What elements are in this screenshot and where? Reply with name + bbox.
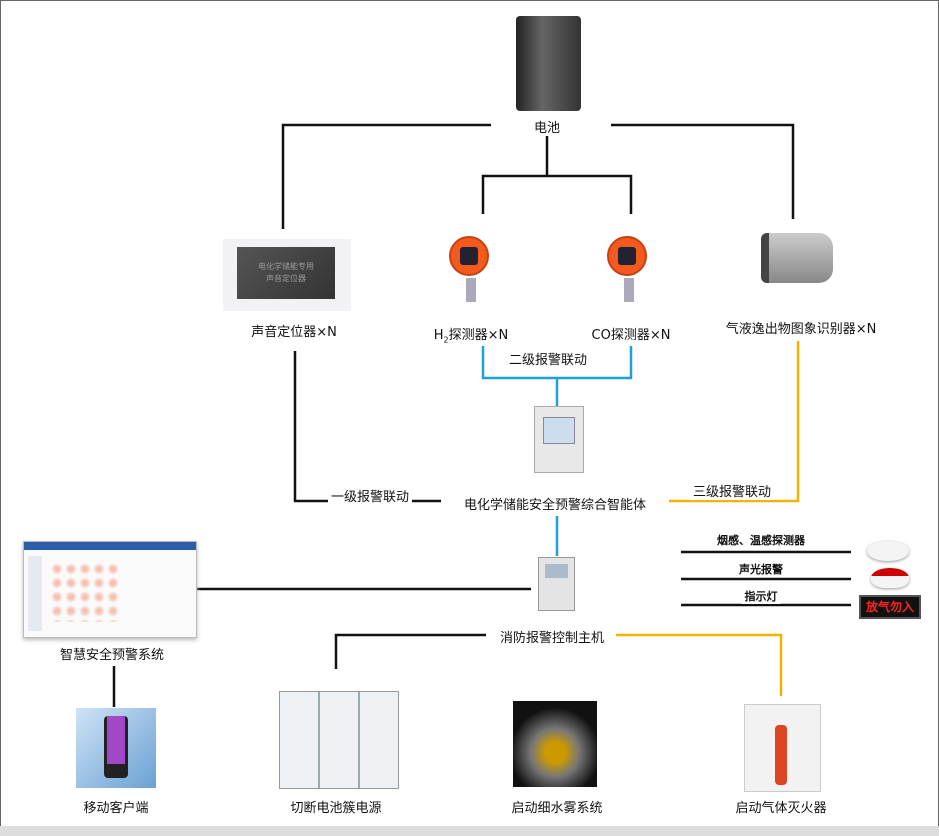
cut-power-label: 切断电池簇电源	[287, 797, 385, 816]
sound-light-label: 声光报警	[736, 561, 786, 577]
smart-system-screenshot	[23, 541, 197, 638]
sound-locator-label: 声音定位器×N	[248, 321, 340, 340]
line-level1	[293, 351, 441, 503]
battery-image	[516, 16, 581, 111]
level2-label: 二级报警联动	[505, 349, 591, 368]
battery-label: 电池	[530, 117, 564, 136]
image-recognizer-image	[761, 233, 833, 283]
h2-sub: 2	[443, 335, 449, 345]
mobile-client-label: 移动客户端	[80, 797, 152, 816]
power-cabinet-image	[279, 691, 399, 789]
image-recognizer-label: 气液逸出物图象识别器×N	[722, 318, 880, 337]
smoke-temp-label: 烟感、温感探测器	[714, 532, 808, 548]
line-host-power	[334, 633, 486, 669]
indicator-label: 指示灯	[741, 588, 781, 604]
sound-locator-box-text-1: 电化学储能专用	[258, 262, 314, 271]
h2-detector-label: H2探测器×N	[430, 324, 512, 345]
line-level3	[669, 341, 800, 503]
h2-suffix: 探测器×N	[448, 328, 509, 343]
line-battery-camera	[611, 123, 795, 219]
fire-host-label: 消防报警控制主机	[496, 627, 608, 646]
line-host-gas	[616, 633, 783, 696]
sound-light-alarm-image	[871, 568, 909, 588]
water-mist-image	[513, 701, 597, 787]
gas-extinguisher-image	[744, 704, 821, 792]
h2-prefix: H	[433, 328, 444, 343]
indicator-sign: 放气勿入	[859, 595, 921, 619]
fire-host-image	[538, 557, 575, 611]
mobile-phone-image	[76, 708, 156, 788]
agent-device-image	[534, 406, 584, 473]
smoke-detector-image	[867, 541, 909, 561]
level1-label: 一级报警联动	[327, 486, 413, 505]
h2-detector-image	[449, 236, 493, 306]
water-mist-label: 启动细水雾系统	[508, 797, 606, 816]
sound-locator-image: 电化学储能专用 声音定位器	[223, 239, 351, 311]
sound-locator-box-text-2: 声音定位器	[266, 274, 306, 283]
line-detectors-split	[481, 174, 633, 214]
bottom-strip	[0, 826, 939, 836]
gas-extinguisher-label: 启动气体灭火器	[732, 797, 830, 816]
agent-label: 电化学储能安全预警综合智能体	[460, 494, 650, 513]
co-detector-label: CO探测器×N	[588, 324, 674, 343]
smart-system-label: 智慧安全预警系统	[56, 644, 168, 663]
level3-label: 三级报警联动	[689, 481, 775, 500]
line-battery-sound	[281, 123, 491, 229]
co-detector-image	[607, 236, 651, 306]
